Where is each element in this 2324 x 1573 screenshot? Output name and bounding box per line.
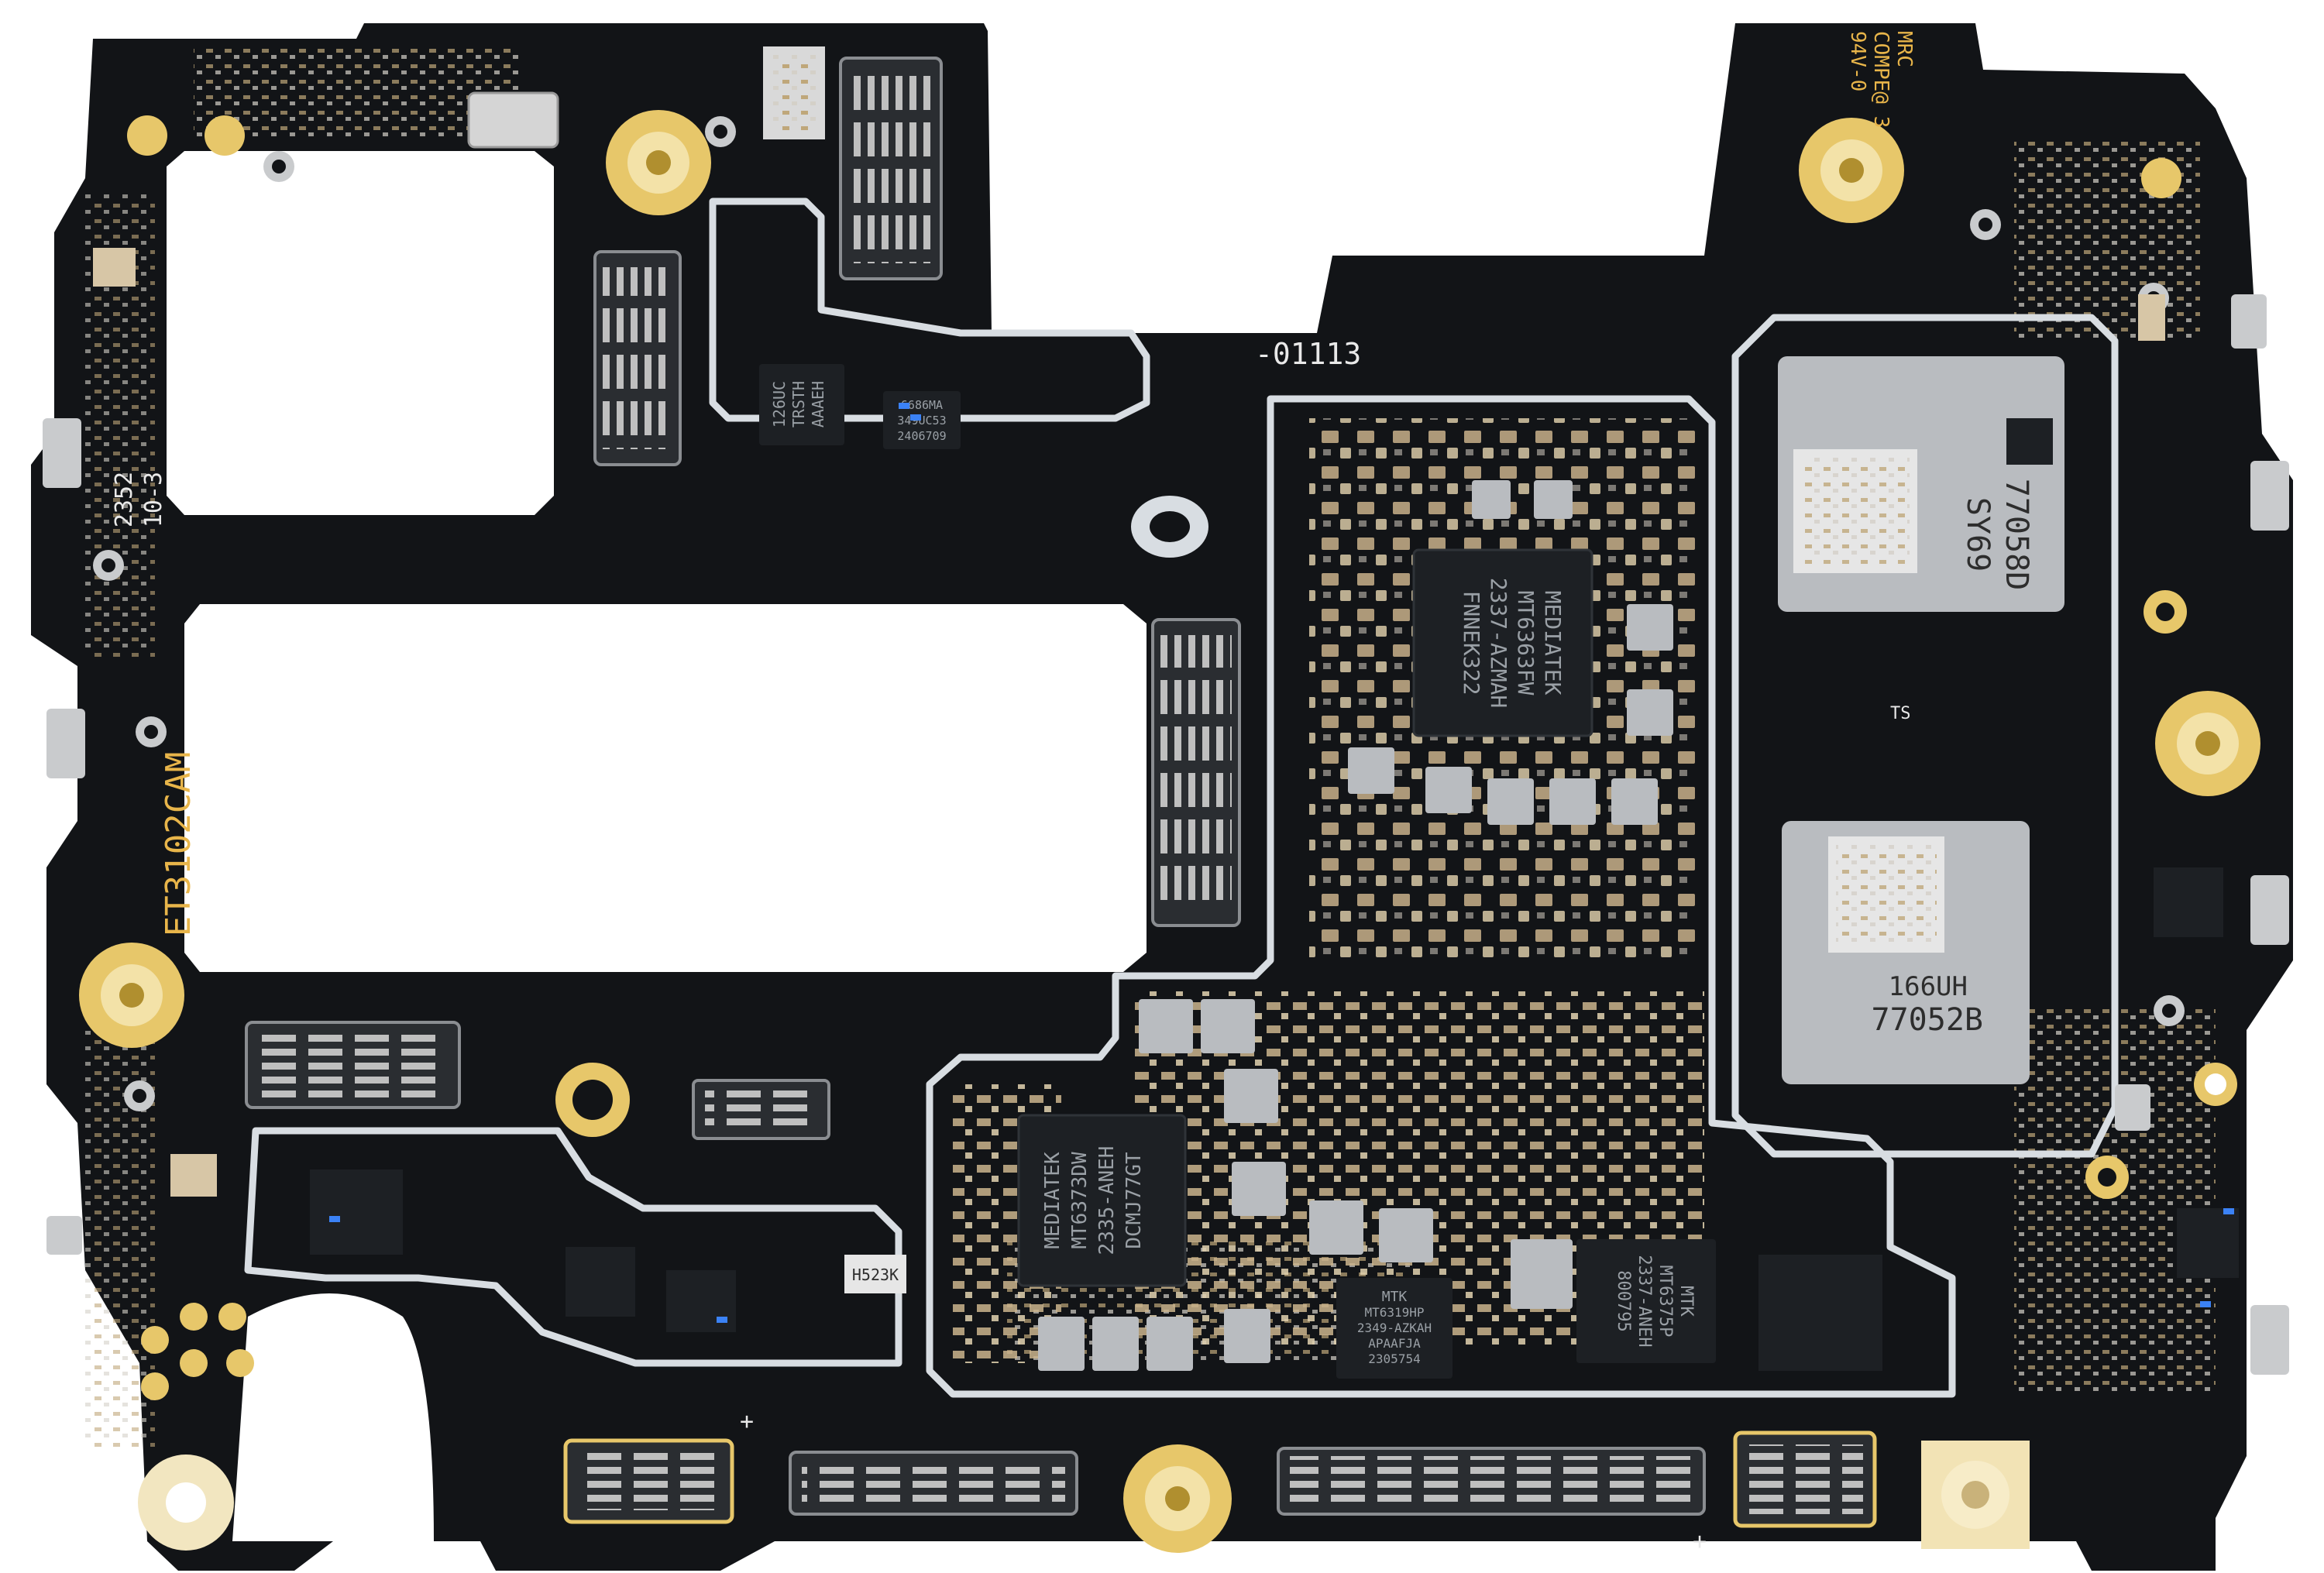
cam-label: ET3102CAM bbox=[159, 752, 198, 936]
small-chip-1: 126UC TRSTH AAAEH bbox=[759, 364, 844, 445]
misc-chips bbox=[310, 418, 2239, 1371]
mounting-holes bbox=[79, 110, 2260, 1553]
mtk-rotated-line2: MT6375P bbox=[1655, 1266, 1675, 1338]
mounting-hole bbox=[138, 1455, 234, 1551]
mounting-hole bbox=[2155, 691, 2260, 796]
shield-frame-top bbox=[709, 197, 1150, 422]
sensor-pad bbox=[93, 248, 136, 287]
spring-contacts bbox=[43, 294, 2289, 1375]
mtk-small-chip: MTK MT6319HP 2349-AZKAH APAAFJA 2305754 bbox=[1336, 1278, 1452, 1379]
coax-connector bbox=[263, 151, 294, 182]
date-code: 2352 bbox=[111, 472, 138, 527]
cert-mrc: MRC bbox=[1893, 31, 1916, 67]
mtk-rotated-chip: MTK MT6375P 2337-ANEH 800795 bbox=[1576, 1239, 1716, 1363]
connector bbox=[245, 1021, 461, 1109]
blue-capacitors bbox=[329, 403, 2234, 1323]
mounting-hole bbox=[555, 1063, 630, 1137]
connector bbox=[839, 57, 943, 280]
connector bbox=[1277, 1447, 1706, 1516]
pmic-main-line3: 2337-AZMAH bbox=[1486, 578, 1511, 709]
pa-bottom-line1: 77052B bbox=[1872, 1002, 1984, 1038]
connector bbox=[593, 250, 682, 466]
pmic-main-line1: MEDIATEK bbox=[1540, 591, 1566, 695]
cert-rating: 94V-0 bbox=[1846, 31, 1869, 91]
crystal-oscillator bbox=[467, 91, 559, 149]
mounting-hole bbox=[1123, 1444, 1232, 1553]
pa-top-line1: 77058D bbox=[1999, 479, 2034, 591]
mtk-rotated-line4: 800795 bbox=[1614, 1270, 1633, 1331]
coax-connector bbox=[705, 116, 736, 147]
coax-connector bbox=[93, 550, 124, 581]
mtk-small-line3: 2349-AZKAH bbox=[1357, 1321, 1432, 1335]
rf-module-top: 77058D SY69 bbox=[1778, 356, 2064, 612]
shield-frame-center bbox=[926, 395, 1956, 1398]
mtk-rotated-line3: 2337-ANEH bbox=[1635, 1255, 1654, 1347]
mtk-small-line5: 2305754 bbox=[1368, 1351, 1420, 1366]
mtk-small-line2: MT6319HP bbox=[1364, 1305, 1424, 1320]
small-chip-1-line3: AAAEH bbox=[809, 381, 827, 428]
shield-frame-bottom-left bbox=[244, 1127, 902, 1367]
test-pad bbox=[127, 115, 2181, 1400]
pmic-main-line2: MT6363FW bbox=[1513, 591, 1538, 695]
small-chip-2-line1: 6686MA bbox=[901, 398, 943, 412]
shield-frame-right bbox=[1731, 314, 2119, 1158]
coax-connector bbox=[2144, 590, 2187, 634]
mtk-small-line4: APAAFJA bbox=[1368, 1336, 1421, 1351]
connectors bbox=[245, 57, 1877, 1528]
pmic-second-line4: DCMJ77GT bbox=[1122, 1152, 1146, 1249]
pa-bottom-line2: 166UH bbox=[1889, 971, 1968, 1002]
coax-connector bbox=[136, 716, 167, 747]
mtk-rotated-line1: MTK bbox=[1676, 1286, 1696, 1317]
data-matrix-label bbox=[763, 46, 825, 139]
connector bbox=[1733, 1430, 1877, 1528]
pa-top-line2: SY69 bbox=[1960, 497, 1996, 572]
coax-connector bbox=[124, 1080, 155, 1111]
sensor-pad bbox=[2138, 294, 2165, 341]
mtk-small-line1: MTK bbox=[1382, 1289, 1408, 1305]
coax-connector bbox=[2085, 1156, 2129, 1199]
pmic-second-line3: 2335-ANEH bbox=[1095, 1146, 1119, 1255]
plus-marker: + bbox=[740, 1408, 754, 1435]
connector bbox=[692, 1079, 830, 1140]
small-chip-2-line2: 349UC53 bbox=[897, 414, 946, 428]
h523k-label: H523K bbox=[852, 1266, 899, 1284]
inductor-array bbox=[1038, 480, 1673, 1371]
coax-connector bbox=[1970, 209, 2001, 240]
rf-module-bottom: 166UH 77052B bbox=[1782, 821, 2030, 1084]
cert-compe: COMPE@ 3 bbox=[1869, 31, 1893, 128]
small-chip-1-line2: TRSTH bbox=[789, 381, 808, 428]
small-chip-2-line3: 2406709 bbox=[897, 429, 946, 443]
mounting-hole bbox=[606, 110, 711, 215]
pmic-second-line2: MT6373DW bbox=[1068, 1152, 1092, 1249]
mounting-hole bbox=[1799, 118, 1904, 223]
mounting-hole bbox=[79, 943, 184, 1048]
coax-connector bbox=[2154, 995, 2185, 1026]
connector bbox=[789, 1451, 1078, 1516]
plus-marker: + bbox=[1693, 1528, 1707, 1555]
pmic-second-chip: MEDIATEK MT6373DW 2335-ANEH DCMJ77GT bbox=[1017, 1114, 1187, 1287]
h523k-component: H523K bbox=[844, 1255, 906, 1293]
mounting-hole bbox=[1131, 496, 1208, 558]
small-chip-2: 6686MA 349UC53 2406709 bbox=[883, 391, 961, 449]
connector bbox=[563, 1438, 734, 1524]
mounting-hole bbox=[2194, 1063, 2237, 1106]
sensor-pad bbox=[170, 1154, 217, 1197]
rev-code: 10-3 bbox=[140, 472, 167, 527]
connector bbox=[1151, 618, 1241, 927]
pmic-second-line1: MEDIATEK bbox=[1041, 1152, 1064, 1249]
pmic-main-chip: MEDIATEK MT6363FW 2337-AZMAH FNNEK322 bbox=[1412, 548, 1593, 737]
mounting-hole bbox=[1921, 1441, 2030, 1549]
part-number: -01113 bbox=[1255, 337, 1361, 371]
small-chip-1-line1: 126UC bbox=[770, 381, 789, 428]
ts-label: TS bbox=[1890, 704, 1911, 723]
pmic-main-line4: FNNEK322 bbox=[1459, 591, 1484, 695]
